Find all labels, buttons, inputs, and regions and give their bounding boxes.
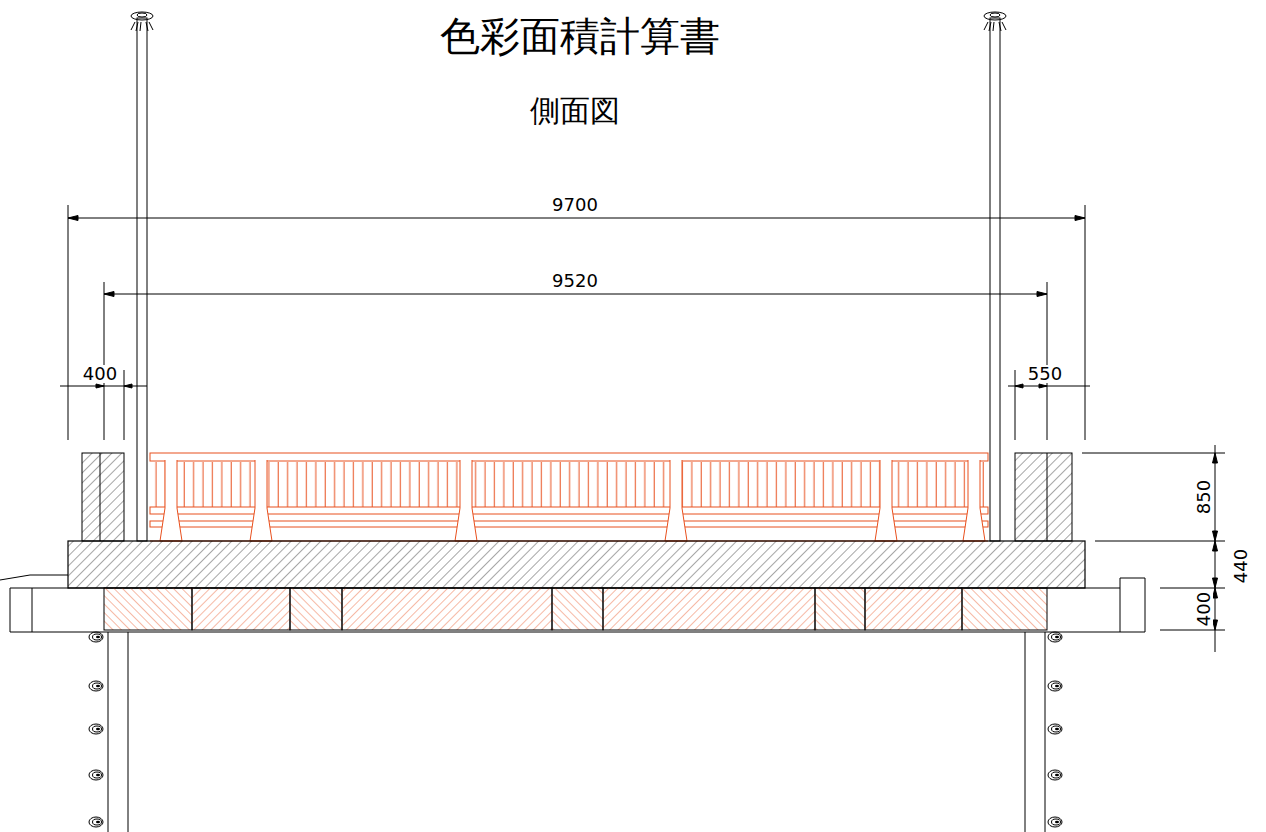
dimension-text: 9520 — [550, 272, 600, 290]
dimension-text: 9700 — [550, 196, 600, 214]
dimension-lines — [60, 205, 1225, 652]
dimension-text: 400 — [81, 365, 119, 383]
coil-symbol — [89, 632, 1062, 827]
deck-slab — [68, 541, 1085, 588]
view-title: 側面図 — [528, 96, 622, 126]
beam — [0, 575, 1145, 632]
dimension-text: 550 — [1026, 365, 1064, 383]
dimension-text: 400 — [1195, 590, 1213, 628]
railing — [150, 453, 988, 541]
parapet-wall — [82, 453, 1072, 541]
dimension-text: 440 — [1232, 547, 1250, 585]
light-pole — [137, 18, 1000, 541]
page-title: 色彩面積計算書 — [438, 16, 722, 56]
girder — [104, 588, 1047, 630]
dimension-text: 850 — [1195, 478, 1213, 516]
pier — [108, 632, 1045, 832]
